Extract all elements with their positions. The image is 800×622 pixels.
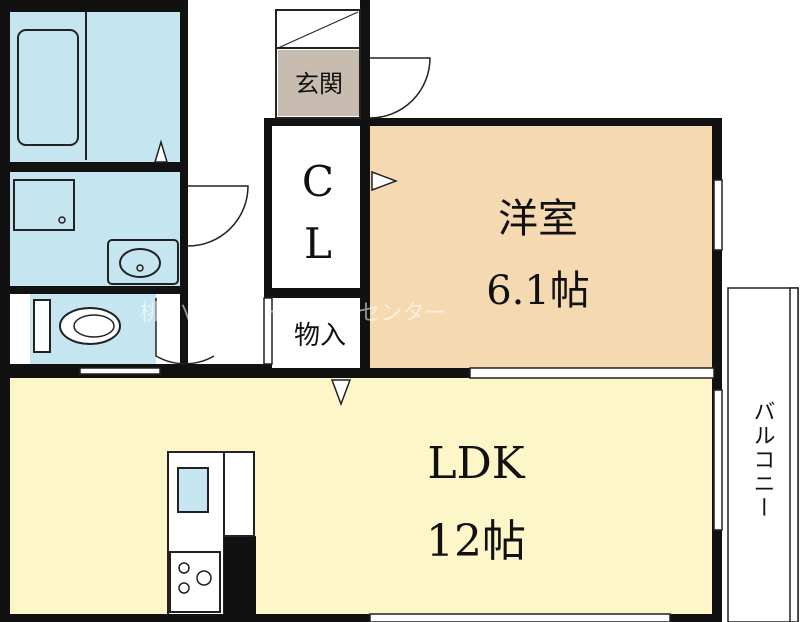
western-room-floor xyxy=(370,124,720,370)
balcony-rail xyxy=(789,287,799,622)
entrance-floor xyxy=(278,50,360,116)
wash-basin xyxy=(107,239,179,285)
storage-label: 物入 xyxy=(294,321,346,351)
entrance-outline xyxy=(275,9,361,119)
toilet-bowl xyxy=(59,307,121,345)
door-triangle-icon xyxy=(371,170,399,192)
closet-label-bottom: L xyxy=(304,219,332,268)
toilet-seat xyxy=(73,314,115,338)
shoe-cabinet-diagonal xyxy=(277,11,359,49)
western-room-size: 6.1帖 xyxy=(486,268,590,314)
bathtub xyxy=(17,29,79,146)
kitchen-sink xyxy=(177,467,209,513)
basin-faucet-icon xyxy=(136,264,144,272)
door-swings xyxy=(155,57,431,365)
balcony-label: バルコニー xyxy=(750,400,775,520)
washer-pan xyxy=(13,179,75,231)
hallway-floor xyxy=(188,12,264,370)
entrance-label: 玄関 xyxy=(295,70,343,98)
windows xyxy=(79,179,723,622)
washer-drain-icon xyxy=(58,216,66,224)
closet-label-top: C xyxy=(302,157,334,206)
ldk-floor xyxy=(10,378,720,618)
ldk-name: LDK xyxy=(427,438,525,489)
bathroom-floor xyxy=(10,12,180,162)
kitchen-upper-cabinet xyxy=(223,451,255,537)
burner-icon-3 xyxy=(178,582,190,594)
door-triangle-icon xyxy=(153,139,169,163)
toilet-tank xyxy=(33,299,51,353)
basin-bowl xyxy=(119,248,161,278)
kitchen-wall-block xyxy=(224,536,256,618)
western-room-name: 洋室 xyxy=(498,196,578,242)
ldk-size: 12帖 xyxy=(426,516,526,567)
burner-icon-2 xyxy=(196,570,212,586)
balcony-floor xyxy=(727,287,799,622)
watermark: 桃 ハウジ ホーム 住宅センター xyxy=(140,301,446,326)
stove xyxy=(169,551,221,613)
door-triangle-icon xyxy=(330,379,352,407)
burner-icon-1 xyxy=(178,562,190,574)
